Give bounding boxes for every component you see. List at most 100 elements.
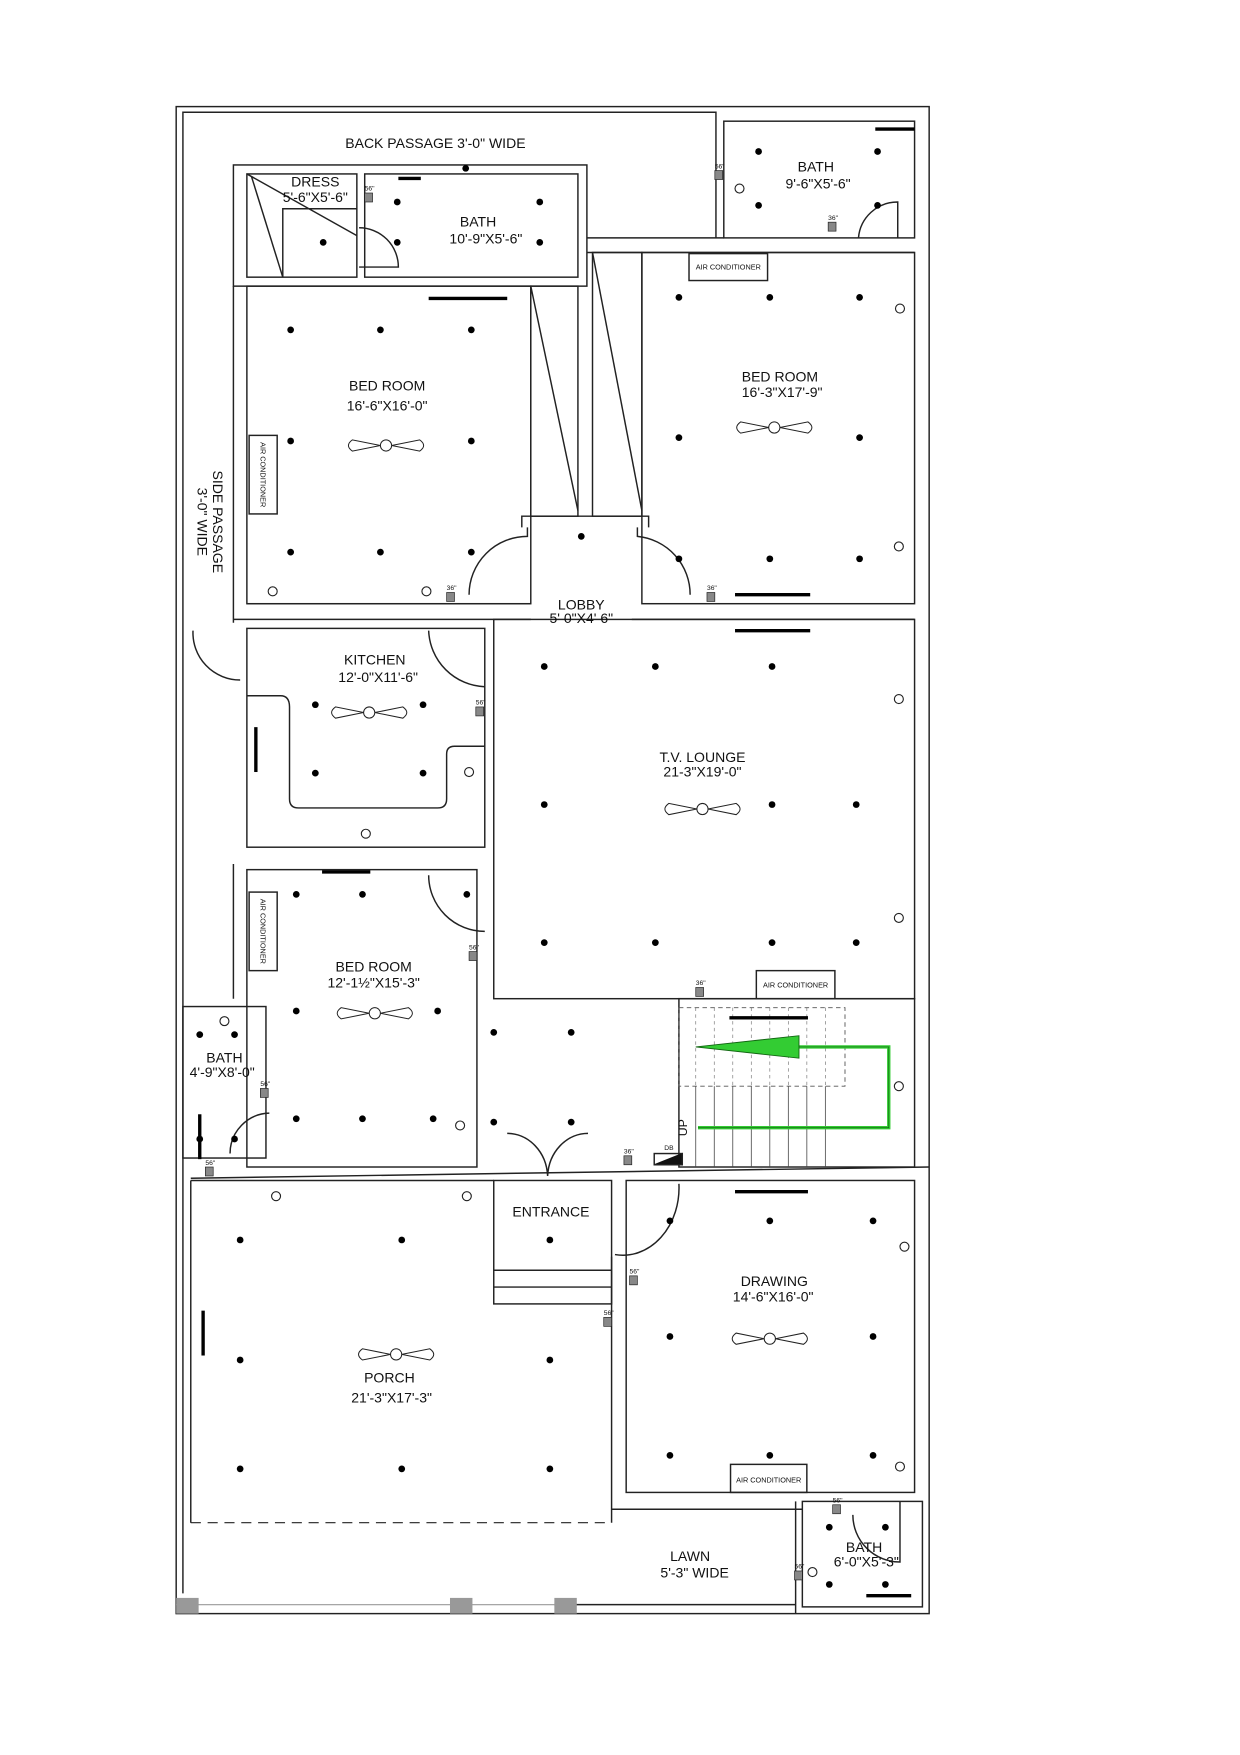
- light-point-icon: [393, 239, 401, 246]
- switch-board-icon: 36": [695, 980, 706, 997]
- switch-height-label: 36": [447, 585, 457, 592]
- socket-icon: [461, 1191, 472, 1202]
- ceiling-fan-icon: [331, 706, 408, 719]
- light-point-icon: [231, 1135, 238, 1143]
- light-point-icon: [546, 1465, 554, 1473]
- light-point-icon: [196, 1031, 204, 1038]
- light-point-icon: [882, 1581, 889, 1588]
- switch-board-icon: 36": [706, 585, 717, 602]
- light-point-icon: [825, 1523, 833, 1531]
- light-point-icon: [377, 548, 384, 556]
- switch-board-icon: 56": [714, 163, 725, 180]
- light-point-icon: [311, 769, 319, 777]
- ceiling-fan-icon: [736, 421, 813, 434]
- light-point-icon: [666, 1217, 674, 1225]
- light-point-icon: [666, 1452, 674, 1459]
- bath-left-name: BATH: [206, 1050, 242, 1066]
- socket-icon: [455, 1120, 466, 1131]
- porch-size: 21'-3"X17'-3": [351, 1390, 432, 1406]
- light-point-icon: [359, 1115, 366, 1123]
- switch-board-icon: 56": [629, 1269, 640, 1286]
- socket-icon: [894, 303, 906, 314]
- lobby-name: LOBBY: [558, 596, 605, 612]
- dress-name: DRESS: [291, 173, 339, 189]
- light-point-icon: [869, 1217, 877, 1225]
- light-point-icon: [287, 548, 295, 556]
- bath-bottom-right-name: BATH: [846, 1539, 882, 1555]
- light-point-icon: [768, 939, 776, 946]
- light-point-icon: [852, 801, 860, 808]
- lobby-size: 5' 0"X4' 6": [549, 610, 613, 626]
- light-point-icon: [536, 239, 544, 246]
- light-point-icon: [766, 555, 774, 563]
- switch-height-label: 56": [365, 186, 375, 193]
- ac-label: AIR CONDITIONER: [696, 262, 761, 271]
- ceiling-fan-icon: [358, 1348, 435, 1361]
- ac-label: AIR CONDITIONER: [736, 1475, 801, 1484]
- light-point-icon: [666, 1333, 674, 1340]
- back-passage-label: BACK PASSAGE 3'-0" WIDE: [345, 135, 525, 151]
- bath-top-size: 10'-9"X5'-6": [449, 231, 522, 247]
- light-point-icon: [567, 1118, 575, 1126]
- light-point-icon: [231, 1031, 238, 1038]
- light-point-icon: [463, 890, 471, 898]
- switch-height-label: 56": [833, 1498, 843, 1505]
- switch-boards: 56"56"36"36"36"56"56"56"36"36"56"56"56"5…: [205, 163, 843, 1581]
- light-point-icon: [755, 148, 762, 155]
- switch-board-icon: 56": [468, 944, 480, 961]
- lawn-width: 5'-3" WIDE: [660, 1565, 728, 1581]
- light-point-icon: [869, 1333, 877, 1340]
- light-point-icon: [766, 1452, 774, 1459]
- light-point-icon: [577, 533, 585, 540]
- light-point-icon: [236, 1236, 244, 1244]
- fixtures: [196, 127, 915, 1598]
- switch-board-icon: 56": [364, 186, 375, 203]
- bedroom-left-name: BED ROOM: [349, 377, 425, 393]
- bedroom-right-size: 16'-3"X17'-9": [742, 384, 823, 400]
- socket-icon: [899, 1241, 910, 1252]
- switch-height-label: 36": [707, 585, 717, 592]
- tv-lounge-size: 21-3"X19'-0": [663, 764, 741, 780]
- bath-bottom-right-size: 6'-0"X5'-3": [834, 1553, 899, 1569]
- light-point-icon: [540, 801, 548, 808]
- light-point-icon: [311, 701, 319, 709]
- distribution-board: DB: [653, 1145, 684, 1166]
- socket-icon: [893, 541, 904, 552]
- dress-size: 5'-6"X5'-6": [283, 189, 348, 205]
- switch-board-icon: 56": [603, 1310, 614, 1327]
- switch-board-icon: 56": [260, 1081, 271, 1098]
- switch-height-label: 56": [630, 1269, 640, 1276]
- light-point-icon: [490, 1028, 498, 1036]
- switch-height-label: 36": [696, 980, 706, 987]
- light-point-icon: [398, 1236, 406, 1244]
- socket-icon: [271, 1191, 282, 1202]
- stairs-up-label: UP: [676, 1119, 690, 1136]
- switch-board-icon: 56": [794, 1564, 805, 1581]
- light-point-icon: [377, 326, 384, 334]
- light-point-icon: [675, 555, 683, 563]
- bath-left-size: 4'-9"X8'-0": [190, 1064, 255, 1080]
- light-point-icon: [825, 1581, 833, 1588]
- light-point-icon: [236, 1465, 244, 1473]
- light-point-icon: [675, 293, 683, 301]
- air-conditioner-units: AIR CONDITIONER AIR CONDITIONER AIR COND…: [248, 252, 836, 1494]
- socket-icon: [894, 1461, 906, 1472]
- bedroom-middle-size: 12'-1½"X15'-3": [327, 974, 419, 990]
- socket-icon: [893, 1081, 904, 1092]
- switch-height-label: 56": [469, 944, 479, 951]
- switch-height-label: 56": [794, 1564, 804, 1571]
- light-point-icon: [236, 1356, 244, 1364]
- switch-board-icon: 36": [446, 585, 457, 602]
- light-point-icon: [651, 939, 659, 946]
- light-point-icon: [869, 1452, 877, 1459]
- stair-arrow: [695, 1035, 891, 1130]
- light-point-icon: [874, 148, 881, 155]
- light-point-icon: [768, 801, 776, 808]
- light-point-icon: [429, 1115, 437, 1123]
- porch-name: PORCH: [364, 1369, 415, 1385]
- light-point-icon: [467, 548, 475, 556]
- tv-lounge-name: T.V. LOUNGE: [660, 749, 746, 765]
- light-point-icon: [540, 939, 548, 946]
- entrance-name: ENTRANCE: [512, 1203, 589, 1219]
